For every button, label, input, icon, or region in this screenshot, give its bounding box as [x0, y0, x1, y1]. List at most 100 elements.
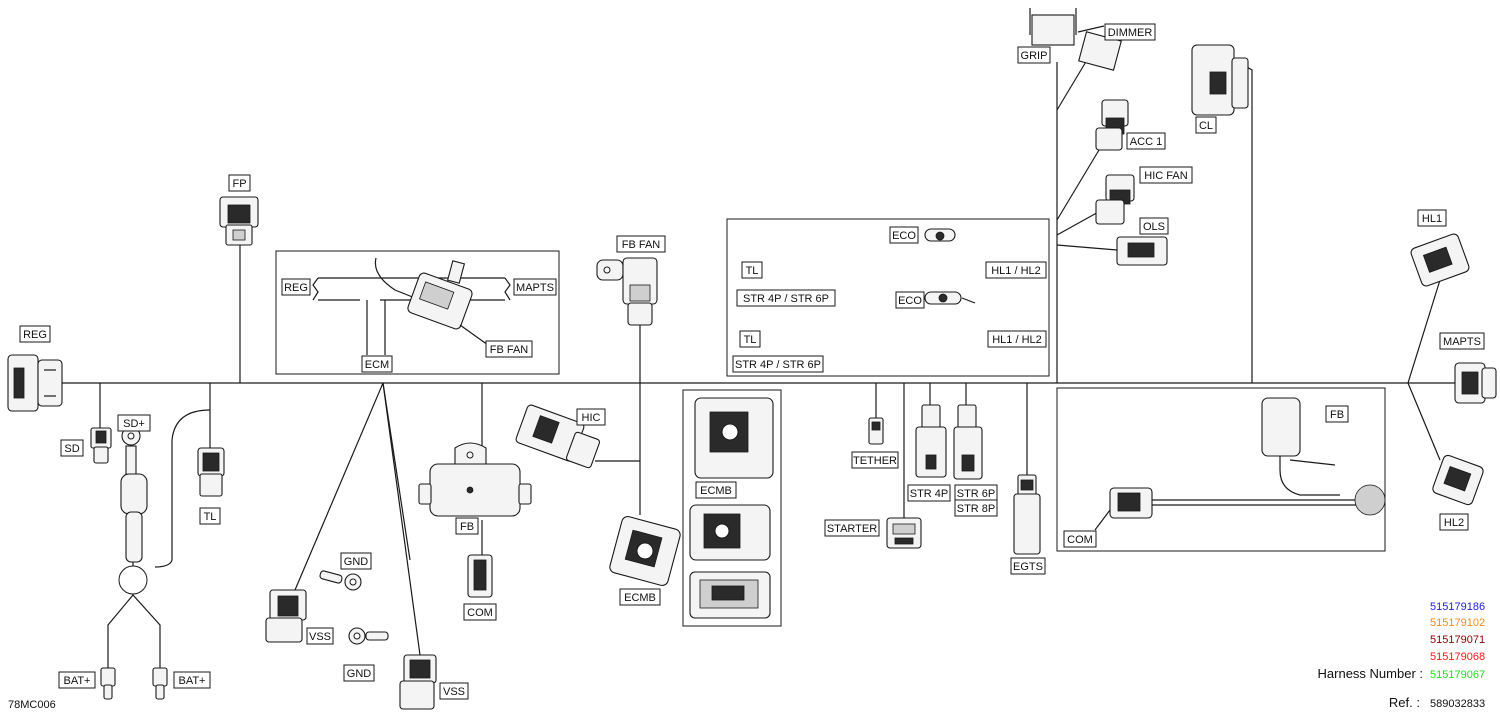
svg-text:GND: GND: [344, 556, 369, 568]
fb-fan-detail-drawing: [1094, 397, 1386, 531]
fb-fan-connector: [596, 257, 658, 326]
svg-text:STR 8P: STR 8P: [957, 503, 996, 515]
svg-text:VSS: VSS: [309, 631, 331, 643]
grip-heater: [1029, 8, 1077, 46]
svg-text:STR 4P: STR 4P: [910, 488, 949, 500]
label-ols: OLS: [1139, 217, 1169, 235]
label-gnd-upper: GND: [340, 552, 372, 570]
label-starter: STARTER: [824, 519, 880, 537]
label-bat-plus-right: BAT+: [173, 671, 211, 689]
svg-text:STR 6P: STR 6P: [957, 488, 996, 500]
hl2-connector: [1432, 454, 1484, 506]
label-hl1-hl2-lower: HL1 / HL2: [987, 330, 1047, 348]
ecmb-connector-lower: [609, 516, 681, 586]
svg-text:ECMB: ECMB: [700, 485, 732, 497]
svg-text:COM: COM: [467, 607, 493, 619]
label-str-8p: STR 8P: [954, 499, 998, 517]
svg-text:ACC 1: ACC 1: [1130, 136, 1162, 148]
harness-legend: 515179186 515179102 515179071 515179068 …: [1318, 601, 1486, 710]
svg-text:FB: FB: [1330, 409, 1344, 421]
ols-connector: [1116, 236, 1168, 266]
label-com-right: COM: [1063, 530, 1097, 548]
label-tl-lower: TL: [739, 330, 761, 348]
label-fb: FB: [455, 517, 479, 535]
svg-text:FB FAN: FB FAN: [490, 344, 529, 356]
label-hl2: HL2: [1439, 513, 1469, 531]
starter-connector: [886, 517, 922, 549]
ecmb-frame-parts: [689, 397, 774, 619]
label-ecm: ECM: [361, 355, 393, 373]
svg-text:REG: REG: [23, 329, 47, 341]
label-sd: SD: [60, 439, 84, 457]
label-str-lower: STR 4P / STR 6P: [732, 355, 824, 373]
svg-text:SD+: SD+: [123, 418, 145, 430]
svg-text:TL: TL: [204, 511, 217, 523]
vss-left-connector: [265, 589, 307, 643]
label-gnd-lower: GND: [343, 664, 375, 682]
label-dimmer: DIMMER: [1104, 23, 1156, 41]
harness-number-label: Harness Number :: [1318, 666, 1423, 681]
svg-text:OLS: OLS: [1143, 221, 1165, 233]
svg-text:STR 4P / STR 6P: STR 4P / STR 6P: [743, 293, 829, 305]
label-hic-fan: HIC FAN: [1139, 166, 1193, 184]
fp-connector: [219, 196, 259, 246]
label-cl: CL: [1195, 116, 1217, 134]
label-sd-plus: SD+: [117, 414, 151, 432]
label-vss-right: VSS: [439, 682, 469, 700]
ecm-frame-drawing: [312, 257, 511, 355]
svg-text:STR 4P / STR 6P: STR 4P / STR 6P: [735, 359, 821, 371]
ref-value: 589032833: [1430, 698, 1485, 710]
svg-text:ECM: ECM: [365, 359, 389, 371]
str-6p-connector: [953, 404, 983, 480]
label-eco-upper: ECO: [889, 226, 919, 244]
sd-plus-cable: [118, 426, 148, 595]
sd-connector: [90, 427, 112, 464]
label-fb-fan-top: FB FAN: [616, 235, 666, 253]
svg-text:ECMB: ECMB: [624, 592, 656, 604]
svg-text:COM: COM: [1067, 534, 1093, 546]
svg-text:FB: FB: [460, 521, 474, 533]
label-ecmb-lower: ECMB: [619, 588, 661, 606]
hl1-connector: [1410, 233, 1470, 287]
harness-number-3: 515179071: [1430, 634, 1485, 646]
svg-text:TL: TL: [746, 265, 759, 277]
svg-text:HL2: HL2: [1444, 517, 1464, 529]
tether-connector: [868, 417, 884, 445]
hic-connector: [515, 404, 601, 469]
label-reg-inner: REG: [281, 278, 311, 296]
eco-detail-drawing: [924, 228, 976, 305]
svg-text:TETHER: TETHER: [853, 455, 897, 467]
label-bat-plus-left: BAT+: [58, 671, 96, 689]
drawing-code: 78MC006: [8, 699, 56, 711]
label-reg: REG: [19, 325, 51, 343]
svg-text:FP: FP: [232, 178, 246, 190]
svg-text:VSS: VSS: [443, 686, 465, 698]
label-ecmb-frame: ECMB: [695, 481, 737, 499]
fb-box: [418, 442, 532, 517]
label-hic: HIC: [576, 408, 606, 426]
label-fb-fan-inner: FB FAN: [485, 340, 533, 358]
svg-text:BAT+: BAT+: [63, 675, 90, 687]
label-mapts-inner: MAPTS: [513, 278, 557, 296]
gnd-ring-terminal-upper: [319, 570, 362, 591]
label-acc1: ACC 1: [1126, 132, 1166, 150]
label-egts: EGTS: [1010, 557, 1046, 575]
hic-fan-connector: [1095, 174, 1135, 225]
label-com-fb: COM: [463, 603, 497, 621]
gnd-ring-terminal-lower: [348, 627, 389, 645]
svg-text:CL: CL: [1199, 120, 1213, 132]
mapts-connector: [1454, 362, 1497, 404]
ref-label: Ref. :: [1389, 695, 1420, 710]
label-eco-lower: ECO: [895, 291, 925, 309]
com-connector-fb: [467, 554, 493, 598]
svg-text:DIMMER: DIMMER: [1108, 27, 1153, 39]
label-tl-left: TL: [199, 507, 221, 525]
svg-text:TL: TL: [744, 334, 757, 346]
label-hl1: HL1: [1417, 209, 1447, 227]
label-tl-upper: TL: [741, 261, 763, 279]
svg-text:ECO: ECO: [892, 230, 916, 242]
label-vss-left: VSS: [306, 627, 334, 645]
label-tether: TETHER: [851, 451, 899, 469]
harness-number-4: 515179068: [1430, 651, 1485, 663]
str-4p-connector: [915, 404, 947, 478]
